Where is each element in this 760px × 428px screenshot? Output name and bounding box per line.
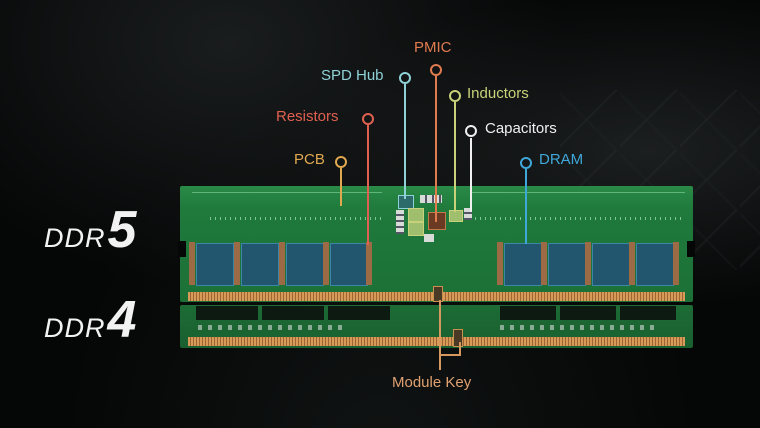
pcb-label: PCB <box>294 151 325 168</box>
pcb-via-row <box>210 217 385 220</box>
resistor-strip <box>323 242 329 285</box>
ddr4-chip <box>560 306 616 320</box>
spd-hub-chip <box>398 195 414 209</box>
capacitor-group <box>396 210 404 234</box>
ddr4-chip <box>620 306 676 320</box>
ddr4-prefix: DDR <box>44 313 106 343</box>
ddr5-side-notch-right <box>687 241 695 257</box>
pmic-label: PMIC <box>414 39 452 56</box>
dram-chip <box>504 243 542 286</box>
pcb-marker-icon <box>335 156 347 168</box>
inductors-marker-icon <box>449 90 461 102</box>
resistor-strip <box>234 242 240 285</box>
ddr5-prefix: DDR <box>44 223 106 253</box>
spd-hub-leader-line <box>404 84 406 199</box>
dram-chip <box>330 243 368 286</box>
resistor-strip <box>673 242 679 285</box>
pmic-chip <box>428 212 446 230</box>
resistor-strip <box>189 242 195 285</box>
dram-chip <box>548 243 586 286</box>
resistor-strip <box>541 242 547 285</box>
resistors-label: Resistors <box>276 108 339 125</box>
pmic-marker-icon <box>430 64 442 76</box>
dram-leader-line <box>525 169 527 244</box>
ddr4-components-row <box>198 325 348 330</box>
module-key-bracket-ddr5 <box>439 300 441 370</box>
resistor-strip <box>629 242 635 285</box>
inductor <box>449 210 463 222</box>
inductors-leader-line <box>454 102 456 212</box>
ddr4-label: DDR4 <box>44 290 136 350</box>
dram-chip <box>636 243 674 286</box>
pcb-via-row <box>470 217 685 220</box>
capacitors-marker-icon <box>465 125 477 137</box>
capacitors-label: Capacitors <box>485 120 557 137</box>
ddr5-label: DDR5 <box>44 200 136 260</box>
ddr4-module-key-notch <box>453 329 463 347</box>
ddr4-chip <box>262 306 324 320</box>
dram-chip <box>241 243 279 286</box>
dram-label: DRAM <box>539 151 584 168</box>
resistor-strip <box>497 242 503 285</box>
capacitor <box>464 208 472 220</box>
dram-marker-icon <box>520 157 532 169</box>
resistors-marker-icon <box>362 113 374 125</box>
inductor <box>408 222 424 236</box>
ddr5-number: 5 <box>107 201 137 259</box>
pcb-trace <box>470 192 685 193</box>
pmic-leader-line <box>435 75 437 222</box>
resistor-strip <box>279 242 285 285</box>
module-key-label: Module Key <box>392 374 472 391</box>
pcb-leader-line <box>340 168 342 206</box>
ddr5-module-key-notch <box>433 286 443 302</box>
ddr4-components-row <box>500 325 660 330</box>
module-key-bracket-ddr4 <box>459 342 461 355</box>
inductor <box>408 208 424 222</box>
spd-hub-marker-icon <box>399 72 411 84</box>
ddr4-number: 4 <box>107 291 137 349</box>
module-key-bracket-horizontal <box>439 354 461 356</box>
capacitors-leader-line <box>470 138 472 212</box>
inductors-label: Inductors <box>467 85 529 102</box>
ddr5-side-notch-left <box>178 241 186 257</box>
dram-chip <box>592 243 630 286</box>
ddr4-chip <box>500 306 556 320</box>
ddr4-chip <box>196 306 258 320</box>
resistors-leader-line <box>367 125 369 245</box>
resistor-strip <box>366 242 372 285</box>
ddr4-gold-pins <box>188 337 685 346</box>
spd-hub-label: SPD Hub <box>321 67 384 84</box>
capacitor <box>424 234 434 242</box>
resistor-strip <box>585 242 591 285</box>
pcb-trace <box>192 192 382 193</box>
ddr4-chip <box>328 306 390 320</box>
dram-chip <box>196 243 234 286</box>
capacitor-group <box>420 195 442 203</box>
dram-chip <box>286 243 324 286</box>
